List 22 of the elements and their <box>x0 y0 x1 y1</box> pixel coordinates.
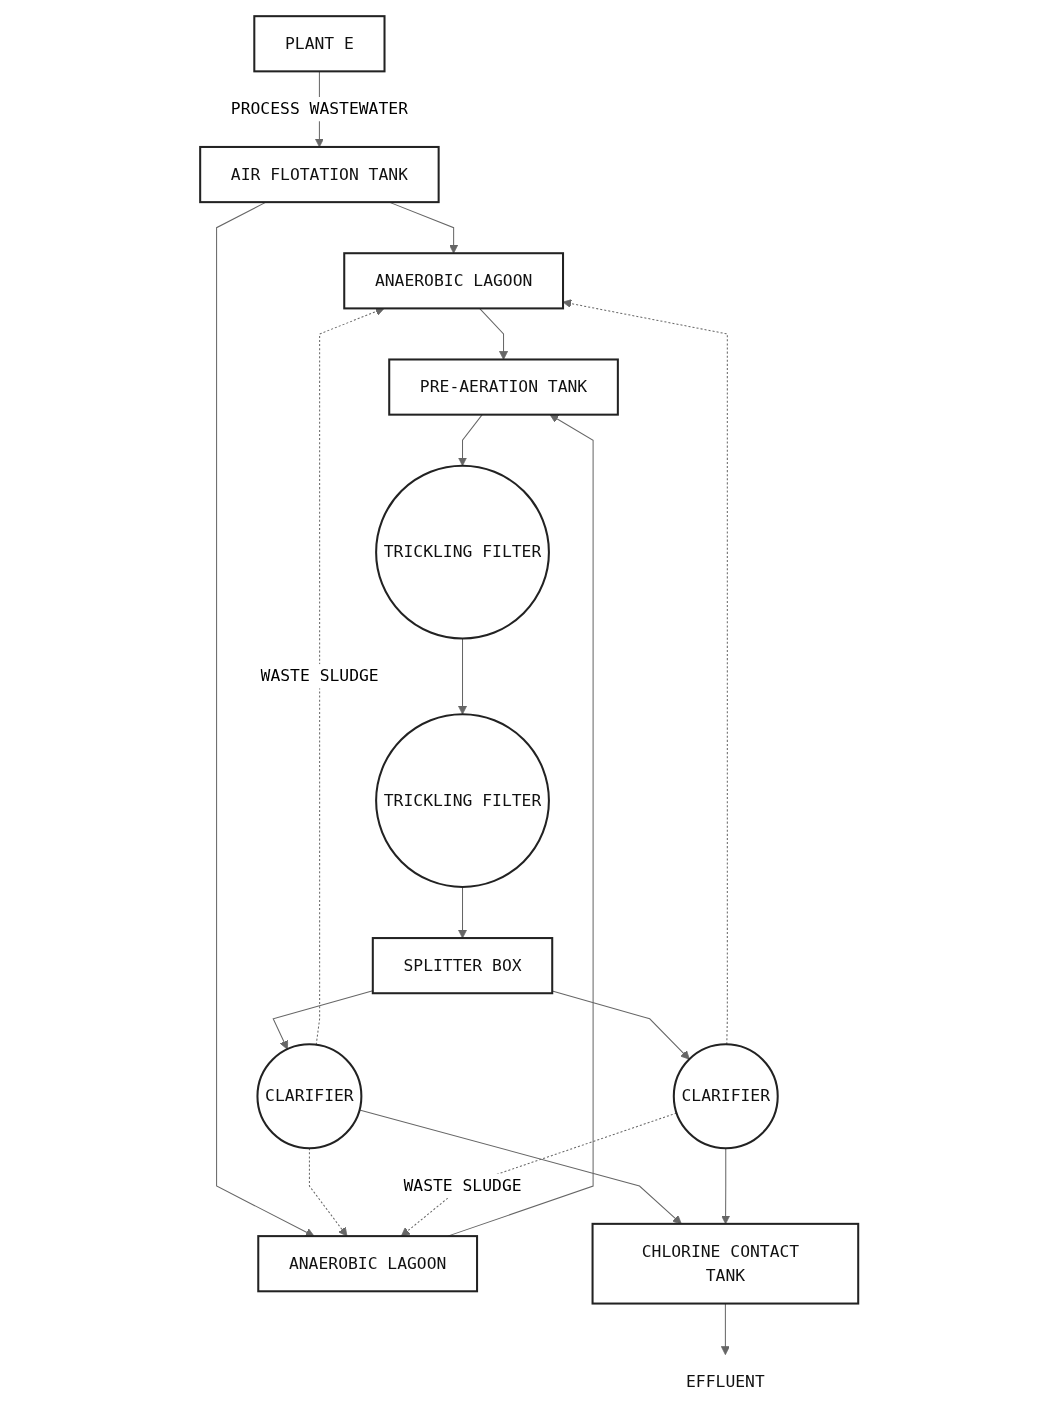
arrow <box>272 990 374 1050</box>
node-box: CHLORINE CONTACT TANK <box>591 1222 860 1305</box>
arrow <box>552 990 691 1060</box>
arrow <box>458 638 468 715</box>
edge-label: WASTE SLUDGE <box>403 1175 522 1196</box>
node-circle: TRICKLING FILTER <box>375 464 551 640</box>
node-box: ANAEROBIC LAGOON <box>343 252 565 310</box>
edge-label: WASTE SLUDGE <box>260 666 379 686</box>
arrow <box>721 1303 731 1356</box>
edge-label: PROCESS WASTEWATER <box>231 98 409 119</box>
node-text: EFFLUENT <box>686 1372 766 1392</box>
node-circle: TRICKLING FILTER <box>375 713 551 888</box>
node-box: SPLITTER BOX <box>372 937 554 995</box>
node-box: AIR FLOTATION TANK <box>199 145 440 204</box>
arrow <box>401 1112 678 1237</box>
arrow <box>458 414 484 467</box>
arrow <box>458 886 468 939</box>
node-circle: CLARIFIER <box>673 1043 780 1150</box>
node-box: PLANT E <box>253 15 386 73</box>
node-box: ANAEROBIC LAGOON <box>257 1235 479 1293</box>
node-box: PRE-AERATION TANK <box>388 358 620 416</box>
node-circle: CLARIFIER <box>256 1043 363 1150</box>
